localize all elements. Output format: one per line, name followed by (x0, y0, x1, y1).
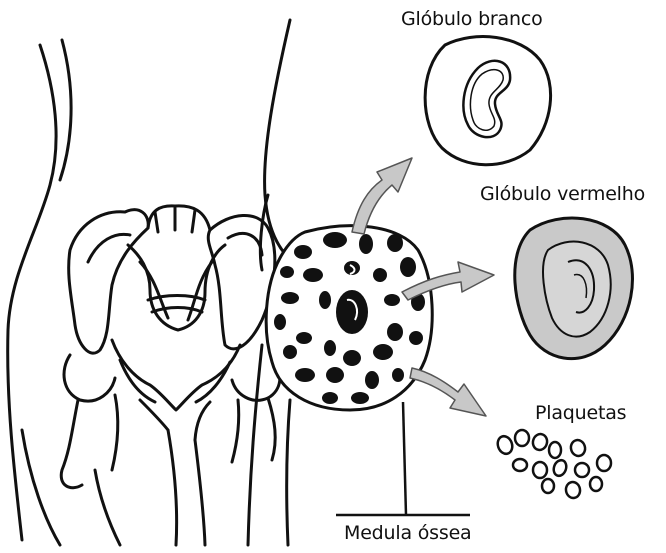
bone-marrow-disc (266, 226, 432, 410)
platelets-label: Plaquetas (535, 402, 626, 424)
arrow-to-white-cell (352, 158, 412, 234)
platelets (495, 430, 611, 499)
red-blood-cell (515, 218, 633, 359)
bone-marrow-label: Medula óssea (344, 522, 472, 544)
red-cell-label: Glóbulo vermelho (480, 183, 645, 205)
marrow-pointer (336, 402, 470, 515)
white-blood-cell (425, 37, 550, 165)
arrow-to-platelets (410, 368, 486, 416)
white-cell-label: Glóbulo branco (401, 8, 543, 30)
